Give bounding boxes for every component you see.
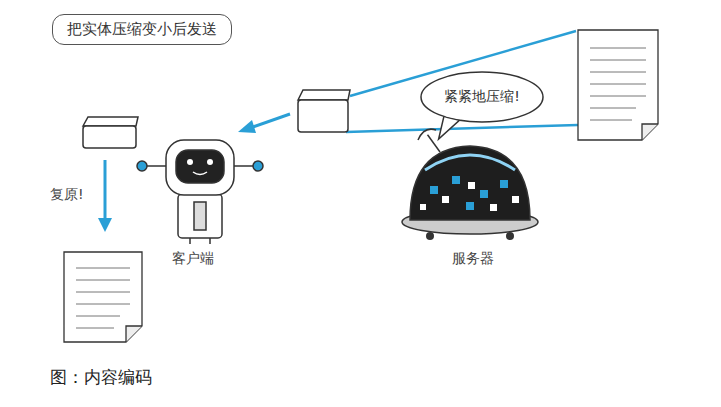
bubble-outline [420, 71, 544, 153]
figure-label: 服务器 [452, 250, 494, 268]
figure-caption: 图：内容编码 [50, 366, 152, 389]
compressed-box [83, 117, 138, 148]
beam-lines [346, 31, 578, 132]
server-robot [402, 129, 538, 240]
document-icon [64, 252, 142, 342]
client-robot [137, 140, 263, 244]
figure-label: 复原! [50, 186, 84, 204]
speech-bubble: 紧紧地压缩! [420, 71, 544, 123]
compressed-box [298, 90, 350, 132]
figure-label: 客户端 [172, 250, 214, 268]
transfer-arrow [238, 114, 290, 133]
restore-arrow [98, 160, 112, 232]
document-icon [578, 30, 658, 140]
node-text: 把实体压缩变小后发送 [67, 20, 217, 39]
heading-box: 把实体压缩变小后发送 [52, 14, 232, 45]
node-text: 紧紧地压缩! [420, 88, 544, 106]
